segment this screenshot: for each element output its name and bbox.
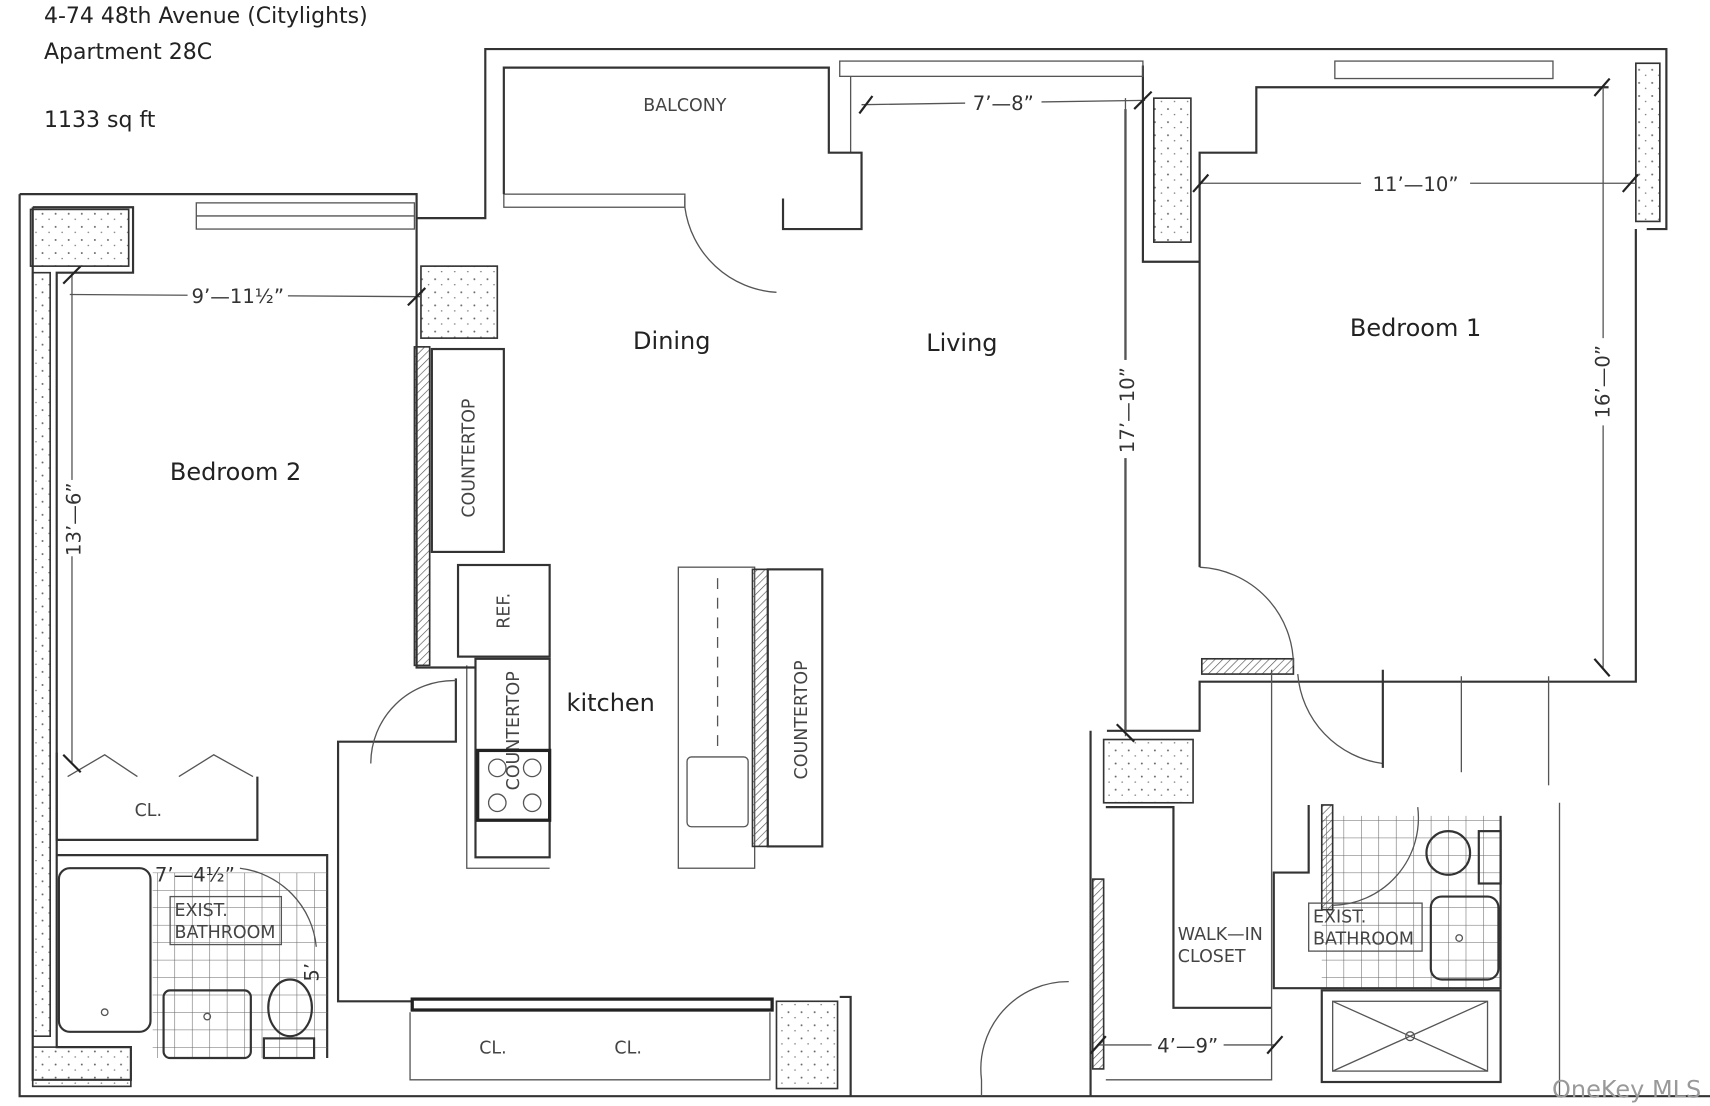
address-title: 4-74 48th Avenue (Citylights) bbox=[44, 4, 368, 29]
island-countertop-label: COUNTERTOP bbox=[792, 660, 812, 779]
bath2-label-1: EXIST. bbox=[174, 901, 227, 921]
living-label: Living bbox=[926, 329, 997, 357]
bathroom-1: EXIST. BATHROOM bbox=[1272, 804, 1502, 1084]
area-label: 1133 sq ft bbox=[44, 108, 156, 133]
balcony-width-dim: 7’—8” bbox=[973, 92, 1034, 115]
living-depth-dim: 17’—10” bbox=[1116, 367, 1139, 453]
bath1-label-2: BATHROOM bbox=[1313, 930, 1414, 950]
balcony: BALCONY bbox=[502, 66, 863, 293]
dimension-lines: 7’—8” 11’—10” 16’—0” 17’—10” 9’—11½” 13’… bbox=[58, 77, 1639, 1059]
walk-in-closet-label-2: CLOSET bbox=[1178, 947, 1246, 967]
walk-in-closet-label-1: WALK—IN bbox=[1178, 925, 1263, 945]
bedroom2-width-dim: 9’—11½” bbox=[191, 285, 284, 308]
structural-columns bbox=[29, 62, 1661, 1090]
interior-walls bbox=[55, 109, 1561, 1097]
bathroom-2: EXIST. BATHROOM 7’—4½” 5’ bbox=[57, 863, 328, 1060]
bedroom2-closet-label: CL. bbox=[135, 801, 162, 821]
bath2-width-dim: 7’—4½” bbox=[155, 863, 235, 886]
kitchen-label: kitchen bbox=[567, 689, 655, 717]
bedroom1-width-dim: 11’—10” bbox=[1373, 173, 1459, 196]
countertop-label: COUNTERTOP bbox=[459, 399, 479, 518]
bedroom2-label: Bedroom 2 bbox=[170, 458, 301, 486]
hall-closet-label-1: CL. bbox=[479, 1039, 506, 1059]
bedroom1-depth-dim: 16’—0” bbox=[1592, 345, 1615, 419]
bedroom2-depth-dim: 13’—6” bbox=[63, 482, 86, 556]
watermark: OneKey MLS bbox=[1552, 1075, 1701, 1103]
hall-closet-label-2: CL. bbox=[614, 1039, 641, 1059]
countertop-label: COUNTERTOP bbox=[504, 671, 524, 790]
kitchen-area: COUNTERTOP REF. COUNTERTOP COUNTERTOP ki… bbox=[413, 346, 824, 869]
balcony-label: BALCONY bbox=[643, 96, 727, 116]
bath2-label-2: BATHROOM bbox=[174, 923, 275, 943]
bath1-label-1: EXIST. bbox=[1313, 908, 1366, 928]
windows bbox=[195, 60, 1554, 230]
bedroom1-label: Bedroom 1 bbox=[1350, 314, 1481, 342]
exterior-walls bbox=[18, 47, 1710, 1098]
closet-width-dim: 4’—9” bbox=[1157, 1035, 1218, 1058]
refrigerator-label: REF. bbox=[494, 593, 514, 629]
dining-label: Dining bbox=[633, 327, 710, 355]
unit-title: Apartment 28C bbox=[44, 40, 213, 65]
bath2-depth-dim: 5’ bbox=[300, 963, 323, 982]
